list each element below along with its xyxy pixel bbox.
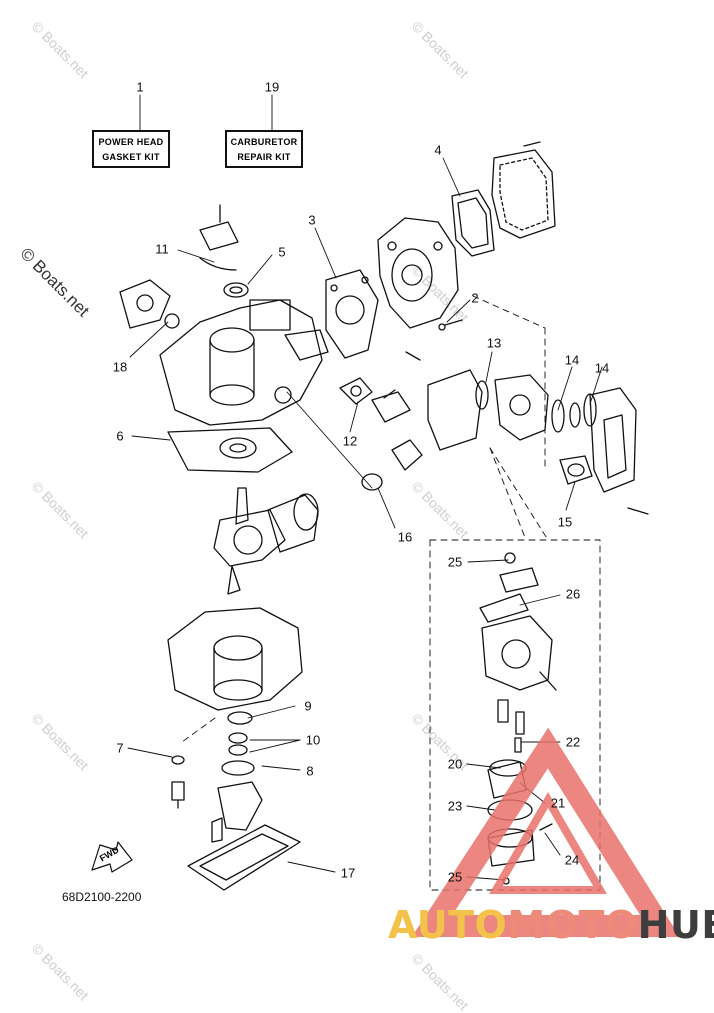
o-ring-13 bbox=[475, 380, 489, 410]
gasket-14b bbox=[583, 393, 597, 427]
intake-manifold bbox=[427, 369, 483, 451]
callout-7: 7 bbox=[116, 740, 124, 756]
brand-part-3: HUB bbox=[637, 903, 714, 947]
power-head-gasket-kit-box: POWER HEAD GASKET KIT bbox=[92, 130, 170, 168]
washer-7 bbox=[171, 755, 185, 765]
brand-logo-triangle bbox=[411, 727, 680, 937]
leader-lines bbox=[127, 94, 603, 881]
float-bowl bbox=[487, 829, 535, 867]
callout-22: 22 bbox=[565, 734, 581, 750]
callout-19: 19 bbox=[264, 79, 280, 95]
o-ring-16 bbox=[361, 473, 383, 491]
callout-9: 9 bbox=[304, 698, 312, 714]
brand-part-2: MOTO bbox=[507, 903, 638, 947]
gasket-14a bbox=[551, 399, 565, 433]
gasket-4 bbox=[451, 189, 495, 257]
callout-14: 14 bbox=[564, 352, 580, 368]
callout-17: 17 bbox=[340, 865, 356, 881]
gasket-6 bbox=[167, 427, 293, 473]
crankcase bbox=[167, 607, 303, 711]
diagram-code: 68D2100-2200 bbox=[62, 890, 142, 904]
callout-26: 26 bbox=[565, 586, 581, 602]
washer-10b bbox=[228, 744, 248, 756]
callout-13: 13 bbox=[486, 335, 502, 351]
callout-14: 14 bbox=[594, 360, 610, 376]
callout-16: 16 bbox=[397, 529, 413, 545]
callout-3: 3 bbox=[308, 212, 316, 228]
callout-20: 20 bbox=[447, 756, 463, 772]
callout-15: 15 bbox=[557, 514, 573, 530]
callout-11: 11 bbox=[155, 241, 169, 257]
callout-23: 23 bbox=[447, 798, 463, 814]
kit-line-2: GASKET KIT bbox=[102, 152, 160, 162]
carburetor-assembly bbox=[494, 374, 549, 441]
callout-6: 6 bbox=[116, 428, 124, 444]
callout-24: 24 bbox=[564, 852, 580, 868]
washer-10a bbox=[228, 732, 248, 744]
thermostat-housing bbox=[119, 279, 171, 329]
intake-silencer bbox=[589, 387, 637, 493]
callout-21: 21 bbox=[550, 795, 566, 811]
piston bbox=[267, 494, 319, 553]
crankshaft bbox=[235, 487, 249, 525]
oil-seal-9 bbox=[227, 711, 253, 725]
o-ring-18 bbox=[164, 313, 180, 329]
dashed-guides bbox=[181, 295, 601, 891]
callout-12: 12 bbox=[342, 433, 358, 449]
callout-8: 8 bbox=[306, 763, 314, 779]
brand-wordmark: AUTOMOTOHUB bbox=[388, 903, 714, 947]
gasket-3 bbox=[325, 269, 379, 359]
cylinder-head bbox=[377, 217, 459, 329]
callout-25: 25 bbox=[447, 554, 463, 570]
fwd-arrow bbox=[91, 841, 133, 873]
callout-2: 2 bbox=[471, 290, 479, 306]
carburetor-body bbox=[481, 615, 553, 691]
gasket-15 bbox=[559, 455, 593, 485]
power-head-block bbox=[159, 299, 323, 426]
exploded-view-drawing bbox=[91, 94, 680, 937]
callout-18: 18 bbox=[112, 359, 128, 375]
callout-25: 25 bbox=[447, 869, 463, 885]
exhaust-cover bbox=[491, 149, 556, 239]
callout-5: 5 bbox=[278, 244, 286, 260]
carburetor-repair-kit-box: CARBURETOR REPAIR KIT bbox=[225, 130, 303, 168]
o-ring-8 bbox=[221, 760, 255, 776]
kit-line-1: POWER HEAD bbox=[98, 137, 164, 147]
gasket-17 bbox=[187, 824, 301, 891]
brand-part-1: AUTO bbox=[388, 903, 508, 947]
oil-seal-5 bbox=[223, 282, 249, 298]
kit-line-1: CARBURETOR bbox=[230, 137, 298, 147]
brand-logo-inner bbox=[489, 792, 607, 894]
parts-diagram: © Boats.net © Boats.net © Boats.net © Bo… bbox=[17, 18, 714, 1013]
callout-10: 10 bbox=[305, 732, 321, 748]
callout-1: 1 bbox=[136, 79, 144, 95]
callout-4: 4 bbox=[434, 142, 442, 158]
kit-line-2: REPAIR KIT bbox=[237, 152, 291, 162]
